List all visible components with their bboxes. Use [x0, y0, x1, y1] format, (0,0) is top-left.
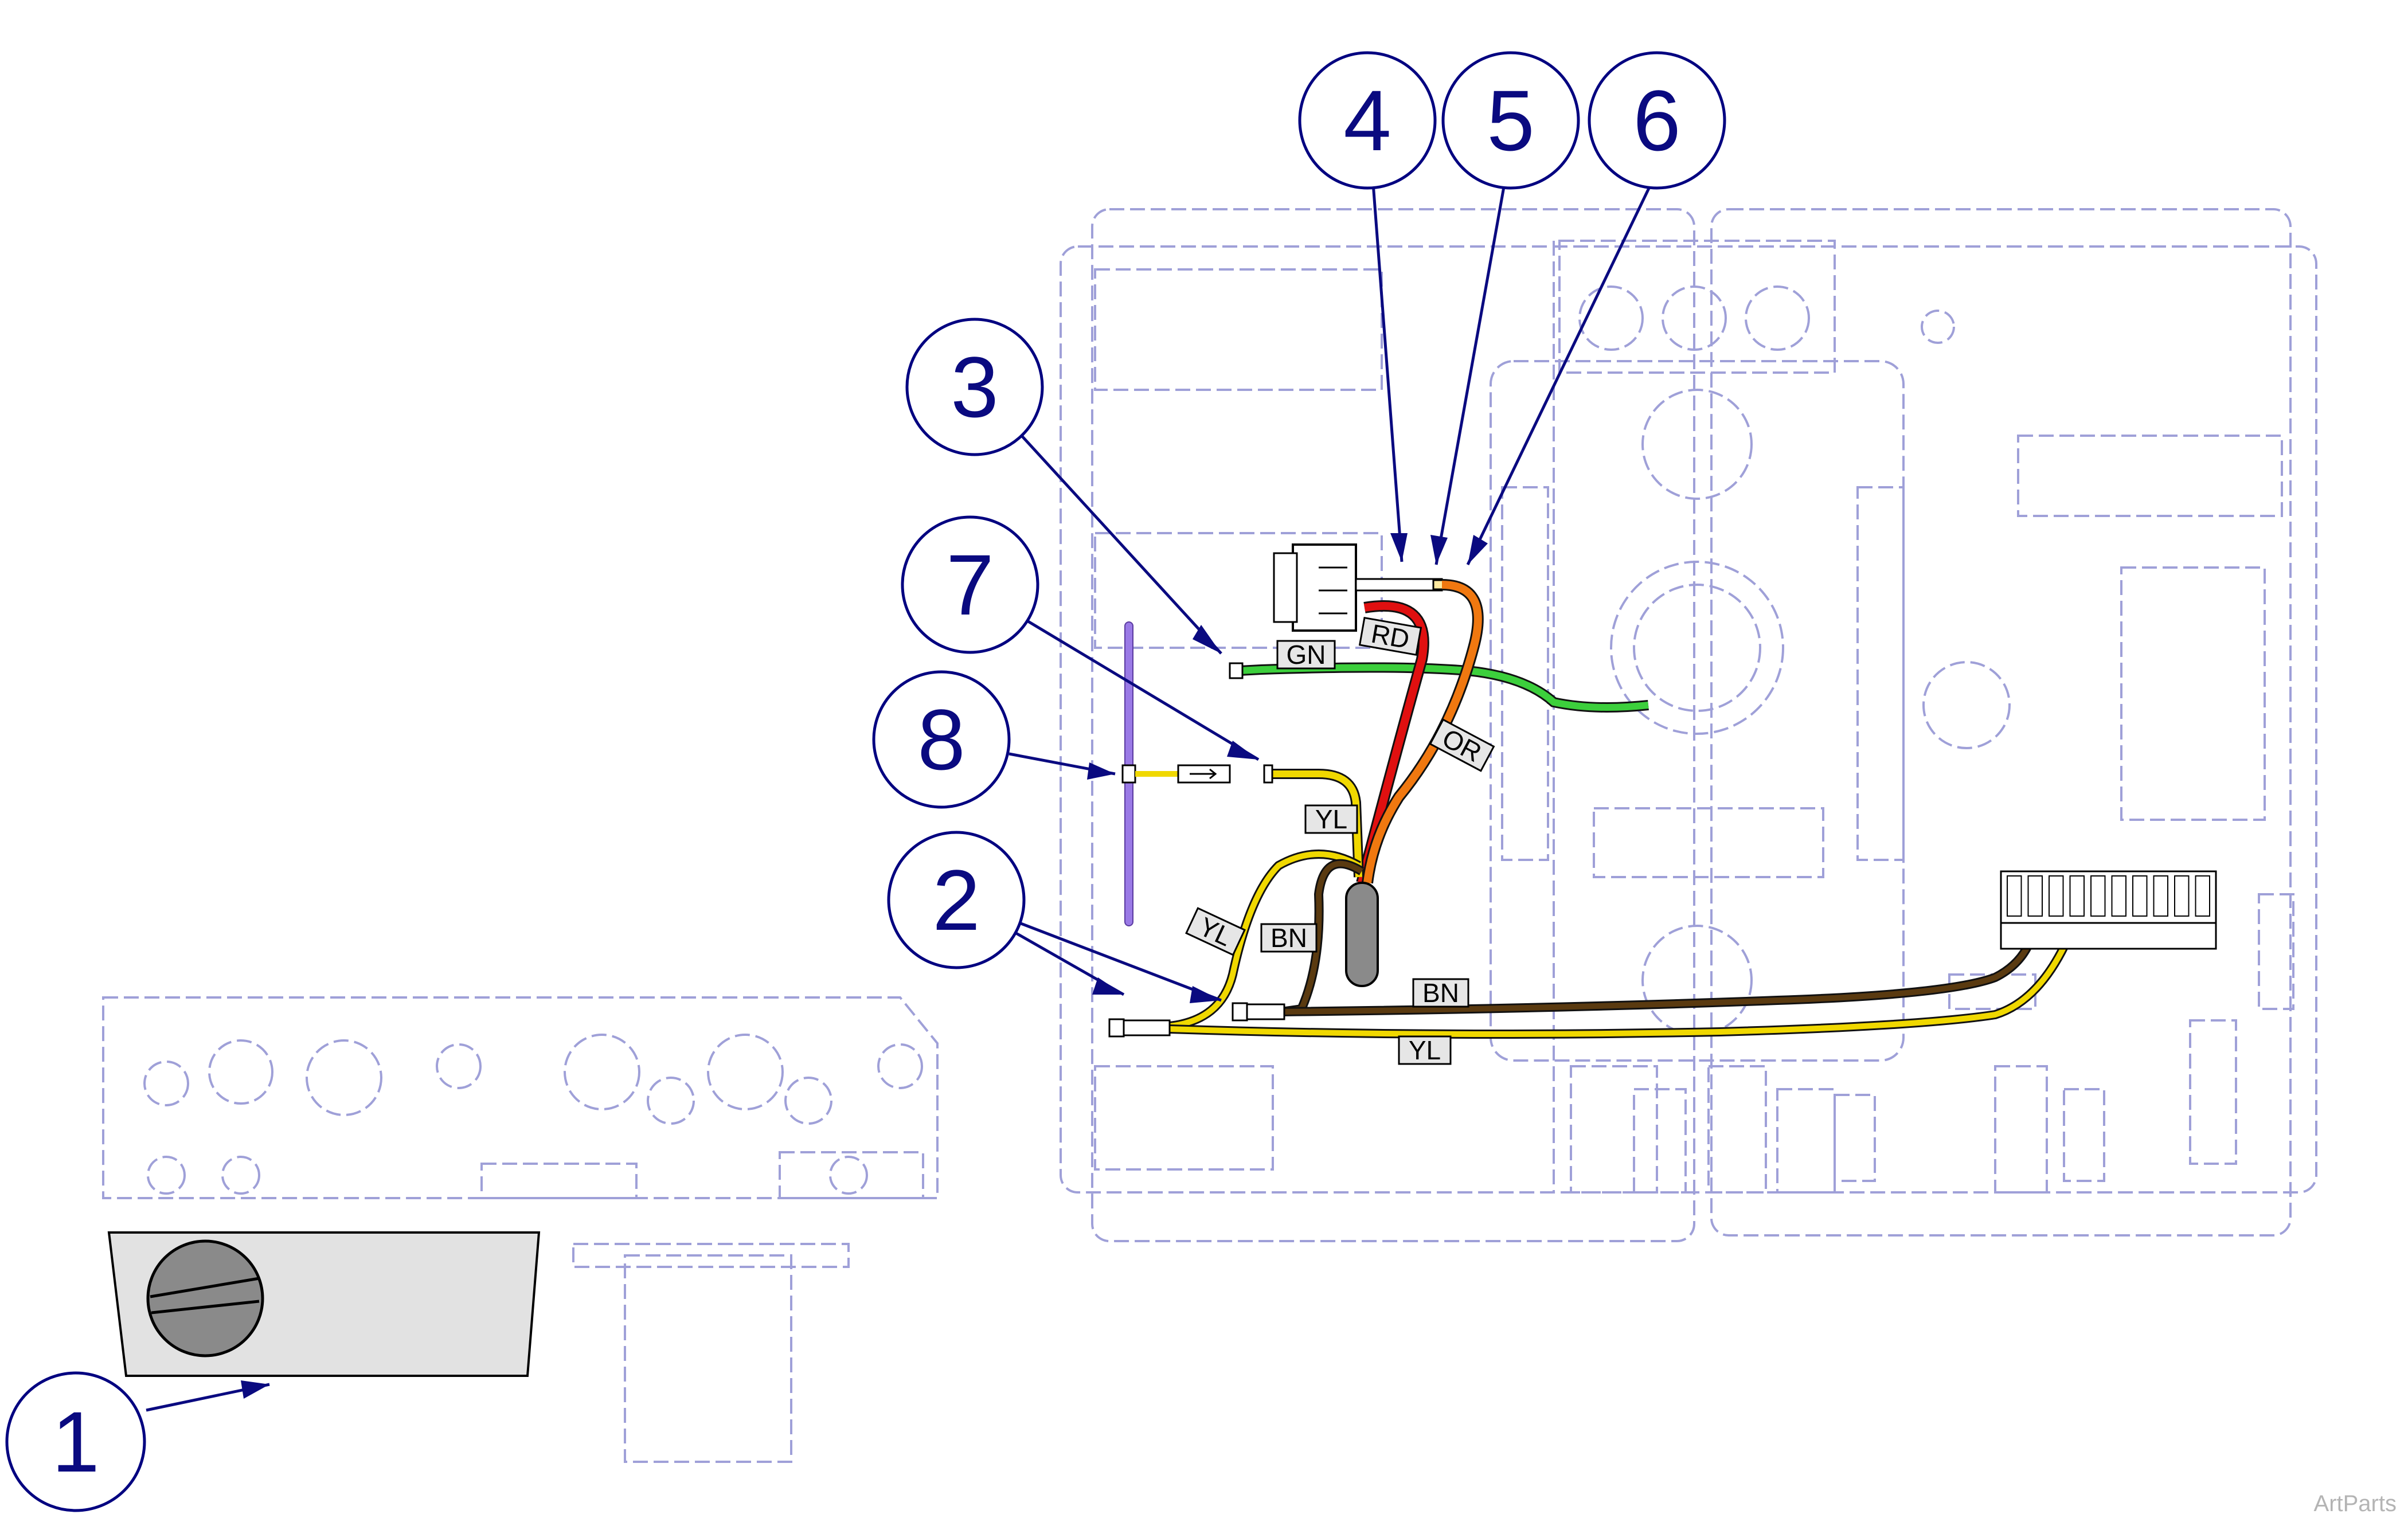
- balloon-8: 8: [872, 670, 1011, 809]
- terminal-screw: [2153, 875, 2168, 917]
- cable-grommet: [1345, 882, 1379, 987]
- svg-text:6: 6: [1633, 72, 1680, 169]
- wire-tag-or: OR: [1429, 718, 1495, 772]
- wire-tag-yl-upper: YL: [1304, 804, 1358, 834]
- main-chassis-outline: [1060, 208, 2317, 1242]
- watermark: ArtParts: [2313, 1491, 2397, 1516]
- terminal-screw: [2132, 875, 2148, 917]
- svg-text:7: 7: [946, 537, 994, 633]
- wire-tag-rd: RD: [1358, 616, 1422, 656]
- svg-text:BN: BN: [1271, 923, 1307, 953]
- svg-text:YL: YL: [1315, 804, 1347, 834]
- wire-connectors: [1108, 662, 1285, 1038]
- terminal-screw: [2090, 875, 2106, 917]
- terminal-screw: [2007, 875, 2022, 917]
- terminal-screw: [2174, 875, 2190, 917]
- leader-arrowheads: [241, 533, 1488, 1399]
- svg-text:4: 4: [1343, 72, 1391, 169]
- wire-tag-yl-bottom: YL: [1398, 1035, 1452, 1065]
- balloon-7: 7: [901, 515, 1039, 654]
- balloon-4: 4: [1298, 51, 1437, 190]
- terminal-screw: [2195, 875, 2210, 917]
- balloon-3: 3: [905, 318, 1044, 456]
- terminal-screw: [2027, 875, 2043, 917]
- leader-lines: [146, 180, 1653, 1412]
- wire-tag-yl-left: YL: [1185, 907, 1246, 956]
- check-valve: [1121, 764, 1273, 784]
- wire-tag-bn-right: BN: [1412, 978, 1469, 1008]
- terminal-block: 0012V24VABCDEF: [2000, 870, 2217, 950]
- svg-text:RD: RD: [1369, 619, 1412, 655]
- svg-text:GN: GN: [1287, 640, 1326, 670]
- svg-text:3: 3: [951, 339, 998, 435]
- svg-text:BN: BN: [1422, 978, 1459, 1008]
- wire-tag-bn-left: BN: [1260, 923, 1318, 953]
- balloon-2: 2: [887, 831, 1026, 969]
- terminal-screw: [2111, 875, 2126, 917]
- balloon-1: 1: [5, 1371, 146, 1512]
- relay-switch-block: [1273, 543, 1447, 632]
- balloon-5: 5: [1441, 51, 1580, 190]
- balloon-6: 6: [1588, 51, 1726, 190]
- svg-text:YL: YL: [1409, 1035, 1441, 1065]
- svg-text:1: 1: [52, 1394, 99, 1490]
- terminal-screw: [2049, 875, 2064, 917]
- selector-knob-housing[interactable]: [107, 1231, 541, 1377]
- svg-text:2: 2: [932, 852, 980, 948]
- wire-tag-gn: GN: [1276, 640, 1336, 670]
- terminal-screw: [2069, 875, 2085, 917]
- bezel-outline: [102, 996, 939, 1463]
- svg-text:5: 5: [1487, 72, 1534, 169]
- svg-text:8: 8: [917, 691, 965, 788]
